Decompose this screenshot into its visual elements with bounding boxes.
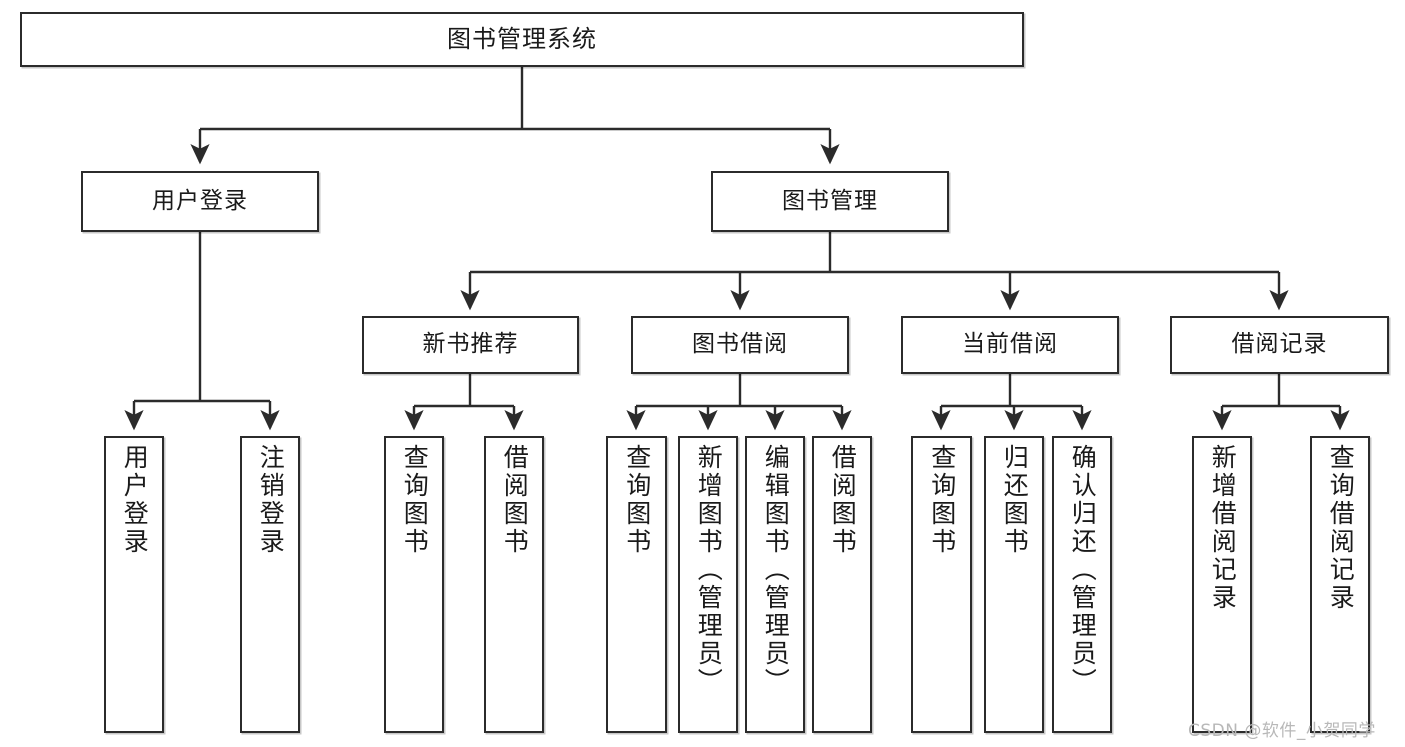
node-borrow-record[interactable]: 借阅记录: [1170, 316, 1389, 374]
node-new-book-rec[interactable]: 新书推荐: [362, 316, 579, 374]
node-leaf-query-book-borrow-label: 查询图书: [622, 444, 652, 556]
node-leaf-add-book-label: 新增图书（管理员）: [694, 444, 724, 696]
node-leaf-query-book-current-label: 查询图书: [927, 444, 957, 556]
node-leaf-return-book-label: 归还图书: [1000, 444, 1030, 556]
node-leaf-user-login[interactable]: 用户登录: [104, 436, 164, 733]
node-leaf-query-book-rec-label: 查询图书: [400, 444, 430, 556]
node-leaf-edit-book-label: 编辑图书（管理员）: [761, 444, 791, 696]
node-current-borrow[interactable]: 当前借阅: [901, 316, 1119, 374]
node-leaf-confirm-return-label: 确认归还（管理员）: [1068, 444, 1098, 696]
node-leaf-logout[interactable]: 注销登录: [240, 436, 300, 733]
node-current-borrow-label: 当前借阅: [962, 331, 1058, 358]
node-leaf-query-book-current[interactable]: 查询图书: [911, 436, 972, 733]
node-leaf-query-book-rec[interactable]: 查询图书: [384, 436, 444, 733]
node-leaf-query-record[interactable]: 查询借阅记录: [1310, 436, 1370, 733]
node-leaf-add-record-label: 新增借阅记录: [1208, 444, 1238, 612]
node-leaf-logout-label: 注销登录: [256, 444, 286, 556]
node-leaf-query-record-label: 查询借阅记录: [1326, 444, 1356, 612]
node-leaf-query-book-borrow[interactable]: 查询图书: [606, 436, 667, 733]
node-leaf-borrow-book[interactable]: 借阅图书: [812, 436, 872, 733]
node-leaf-borrow-book-label: 借阅图书: [828, 444, 858, 556]
node-leaf-confirm-return[interactable]: 确认归还（管理员）: [1052, 436, 1112, 733]
node-book-borrow-label: 图书借阅: [692, 331, 788, 358]
node-book-manage[interactable]: 图书管理: [711, 171, 949, 232]
node-leaf-borrow-book-rec[interactable]: 借阅图书: [484, 436, 544, 733]
node-leaf-user-login-label: 用户登录: [120, 444, 150, 556]
node-root-label: 图书管理系统: [447, 25, 597, 54]
node-leaf-return-book[interactable]: 归还图书: [984, 436, 1044, 733]
node-leaf-borrow-book-rec-label: 借阅图书: [500, 444, 530, 556]
node-new-book-rec-label: 新书推荐: [422, 331, 519, 358]
node-root[interactable]: 图书管理系统: [20, 12, 1024, 67]
node-book-borrow[interactable]: 图书借阅: [631, 316, 849, 374]
node-book-manage-label: 图书管理: [782, 187, 878, 214]
node-leaf-edit-book[interactable]: 编辑图书（管理员）: [745, 436, 805, 733]
watermark-text: CSDN @软件_小贺同学: [1188, 721, 1376, 741]
node-leaf-add-record[interactable]: 新增借阅记录: [1192, 436, 1252, 733]
node-leaf-add-book[interactable]: 新增图书（管理员）: [678, 436, 738, 733]
node-user-login-label: 用户登录: [152, 187, 248, 214]
node-user-login[interactable]: 用户登录: [81, 171, 319, 232]
node-borrow-record-label: 借阅记录: [1231, 331, 1328, 358]
